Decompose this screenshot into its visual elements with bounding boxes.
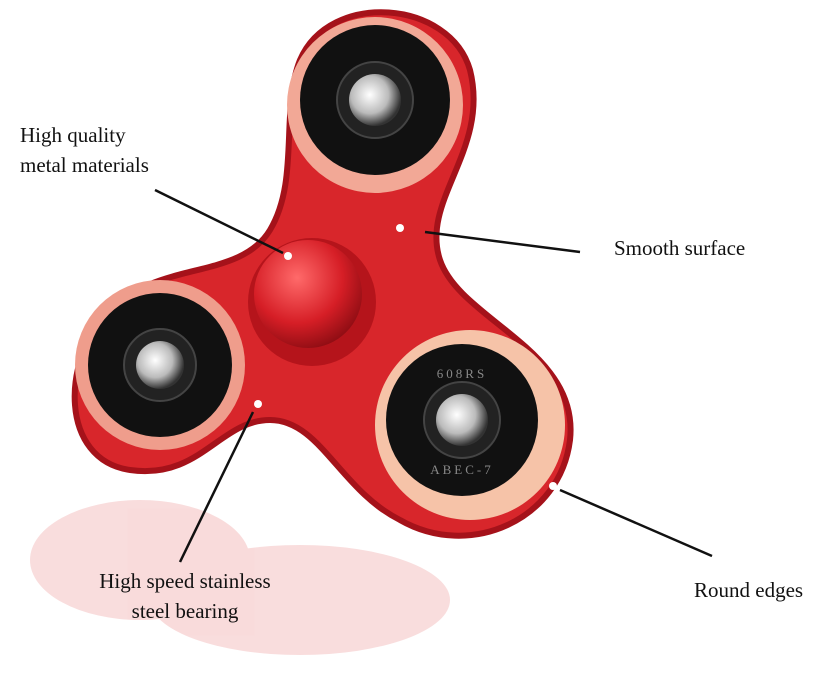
- bearing-marking-top: 608RS: [437, 366, 487, 381]
- annotation-surface: Smooth surface: [614, 236, 746, 260]
- annotation-bearing: High speed stainless steel bearing: [60, 566, 310, 626]
- annotation-bearing-line2: steel bearing: [131, 599, 239, 623]
- annotation-bearing-line1: High speed stainless: [99, 569, 271, 593]
- annotation-edges: Round edges: [694, 578, 804, 602]
- callout-lines: [154, 188, 713, 563]
- callout-dots: [254, 224, 557, 490]
- annotation-materials: High quality metal materials: [20, 120, 149, 180]
- bearing-left: [88, 293, 232, 437]
- annotation-materials-line1: High quality: [20, 123, 126, 147]
- center-cap: [248, 238, 376, 366]
- annotation-materials-line2: metal materials: [20, 153, 149, 177]
- bearing-top: [300, 25, 450, 175]
- bearing-right: 608RS ABEC-7: [386, 344, 538, 496]
- bearing-marking-bottom: ABEC-7: [430, 462, 494, 477]
